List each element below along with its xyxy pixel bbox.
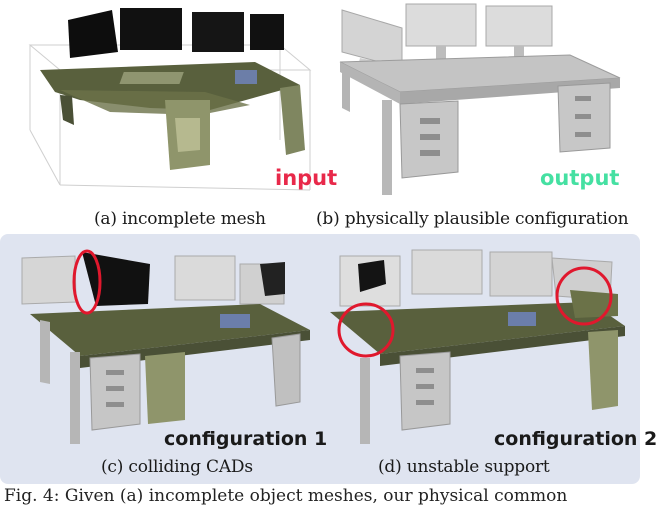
- cad-configuration-image: [339, 3, 621, 195]
- unstable-highlight-circle-left: [337, 302, 395, 358]
- caption-b: (b) physically plausible configuration: [316, 209, 629, 229]
- configuration-2-tag: configuration 2: [494, 428, 657, 450]
- panel-colliding-cads: configuration 1 (c) colliding CADs: [0, 234, 327, 484]
- caption-a: (a) incomplete mesh: [94, 209, 266, 229]
- incomplete-mesh-image: [28, 8, 312, 191]
- configuration-1-tag: configuration 1: [164, 428, 328, 450]
- output-tag: output: [540, 166, 620, 190]
- caption-c: (c) colliding CADs: [101, 457, 253, 477]
- colliding-cads-image: [21, 249, 310, 444]
- caption-d: (d) unstable support: [378, 457, 550, 477]
- unstable-support-image: [330, 249, 625, 444]
- panel-unstable-support: configuration 2 (d) unstable support: [320, 234, 657, 484]
- unstable-highlight-circle-right: [555, 266, 613, 326]
- input-tag: input: [275, 166, 338, 190]
- panel-plausible-configuration: output (b) physically plausible configur…: [316, 0, 640, 230]
- figure-caption: Fig. 4: Given (a) incomplete object mesh…: [4, 486, 568, 506]
- panel-incomplete-mesh: input (a) incomplete mesh: [0, 0, 337, 230]
- collision-highlight-circle: [72, 249, 102, 315]
